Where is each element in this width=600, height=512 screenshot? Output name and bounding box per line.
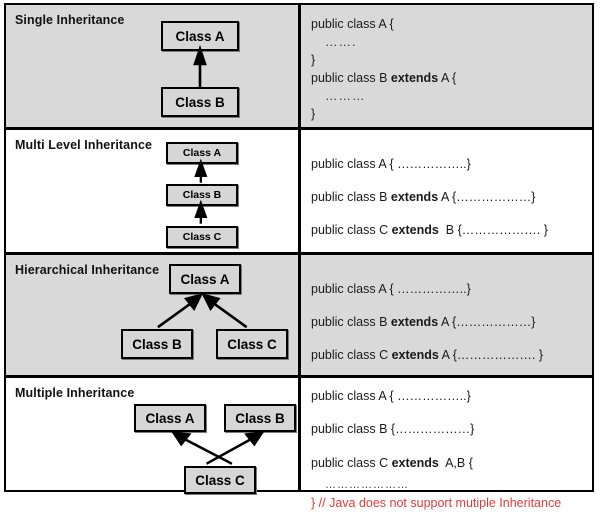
- class-box-b: Class B: [166, 184, 238, 206]
- code-line: public class B extends A {: [311, 69, 584, 87]
- arrowhead-c-to-b: [244, 430, 265, 447]
- class-box-c: Class C: [184, 466, 256, 494]
- row-title-multiple: Multiple Inheritance: [15, 386, 135, 400]
- code-block-hierarchical: public class A { ……………..} public class B…: [311, 281, 584, 380]
- keyword-extends: extends: [390, 315, 439, 329]
- class-box-b: Class B: [121, 329, 193, 359]
- keyword-extends: extends: [391, 223, 439, 237]
- code-line: …………………: [325, 479, 409, 491]
- code-text: public class B: [311, 71, 391, 85]
- class-box-a: Class A: [134, 404, 206, 432]
- code-line: public class C extends B {………………. }: [311, 222, 584, 239]
- class-box-a: Class A: [161, 21, 239, 51]
- code-text: public class C: [311, 348, 392, 362]
- code-text: public class B: [311, 190, 391, 204]
- code-line: public class B extends A {………………}: [311, 314, 584, 331]
- code-line: public class C extends A {………………. }: [311, 347, 584, 364]
- code-pane-multilevel: public class A { ……………..} public class B…: [301, 130, 592, 252]
- keyword-extends: extends: [391, 456, 439, 470]
- code-block-multilevel: public class A { ……………..} public class B…: [311, 156, 584, 255]
- keyword-extends: extends: [390, 71, 439, 85]
- code-text: A {………………. }: [438, 348, 544, 362]
- arrowhead-b-to-a: [183, 293, 204, 311]
- row-multiple-inheritance: Multiple Inheritance Class A Class B Cla…: [6, 375, 592, 510]
- row-title-multi-level: Multi Level Inheritance: [15, 138, 153, 152]
- code-line: public class B extends A {………………}: [311, 189, 584, 206]
- code-text: public class C: [311, 223, 392, 237]
- code-pane-hierarchical: public class A { ……………..} public class B…: [301, 255, 592, 375]
- code-text: A {………………}: [438, 190, 536, 204]
- code-line-comment: } // Java does not support mutiple Inher…: [311, 496, 562, 510]
- arrow-c-to-b: [205, 437, 253, 465]
- code-text: B {………………. }: [438, 223, 548, 237]
- diagram-pane-multilevel: Multi Level Inheritance Class A Class B …: [6, 130, 301, 252]
- code-text: public class C: [311, 456, 392, 470]
- row-multi-level-inheritance: Multi Level Inheritance Class A Class B …: [6, 127, 592, 252]
- class-box-a: Class A: [169, 264, 241, 294]
- arrow-b-to-a: [157, 300, 194, 329]
- diagram-pane-single: Single Inheritance Class A Class B: [6, 5, 301, 127]
- arrowhead-b-to-a: [194, 158, 208, 178]
- code-line: public class A { ……………..}: [311, 282, 471, 296]
- code-block-single: public class A { ……. } public class B ex…: [311, 15, 584, 123]
- arrow-c-to-a: [182, 437, 233, 465]
- class-box-b: Class B: [161, 87, 239, 117]
- arrowhead-b-to-a: [193, 44, 207, 66]
- class-box-c: Class C: [166, 226, 238, 248]
- code-text: A {………………}: [438, 315, 536, 329]
- row-single-inheritance: Single Inheritance Class A Class B publi…: [6, 5, 592, 127]
- row-title-hierarchical: Hierarchical Inheritance: [15, 263, 160, 277]
- code-line: public class A { ……………..}: [311, 389, 471, 403]
- keyword-extends: extends: [391, 348, 439, 362]
- class-box-b: Class B: [224, 404, 296, 432]
- diagram-pane-multiple: Multiple Inheritance Class A Class B Cla…: [6, 378, 301, 494]
- code-line: public class A {: [311, 17, 394, 31]
- arrow-c-to-a: [210, 300, 248, 329]
- keyword-extends: extends: [390, 190, 439, 204]
- code-line: public class C extends A,B {: [311, 454, 584, 472]
- class-box-a: Class A: [166, 142, 238, 164]
- code-text: A,B {: [438, 456, 473, 470]
- arrowhead-c-to-a: [201, 293, 221, 311]
- row-hierarchical-inheritance: Hierarchical Inheritance Class A Class B…: [6, 252, 592, 375]
- code-text: A {: [438, 71, 457, 85]
- diagram-pane-hierarchical: Hierarchical Inheritance Class A Class B…: [6, 255, 301, 375]
- code-line: ………: [325, 89, 366, 103]
- code-line: …….: [325, 35, 357, 49]
- arrowhead-c-to-a: [170, 430, 192, 447]
- code-line: public class A { ……………..}: [311, 157, 471, 171]
- row-title-single: Single Inheritance: [15, 13, 125, 27]
- code-line: }: [311, 107, 316, 121]
- code-block-multiple: public class A { ……………..} public class B…: [311, 388, 584, 512]
- inheritance-diagram-figure: Single Inheritance Class A Class B publi…: [4, 3, 594, 510]
- code-pane-single: public class A { ……. } public class B ex…: [301, 5, 592, 127]
- class-box-c: Class C: [216, 329, 288, 359]
- code-pane-multiple: public class A { ……………..} public class B…: [301, 378, 592, 510]
- code-line: }: [311, 53, 316, 67]
- code-text: public class B: [311, 315, 391, 329]
- code-line: public class B {………………}: [311, 422, 475, 436]
